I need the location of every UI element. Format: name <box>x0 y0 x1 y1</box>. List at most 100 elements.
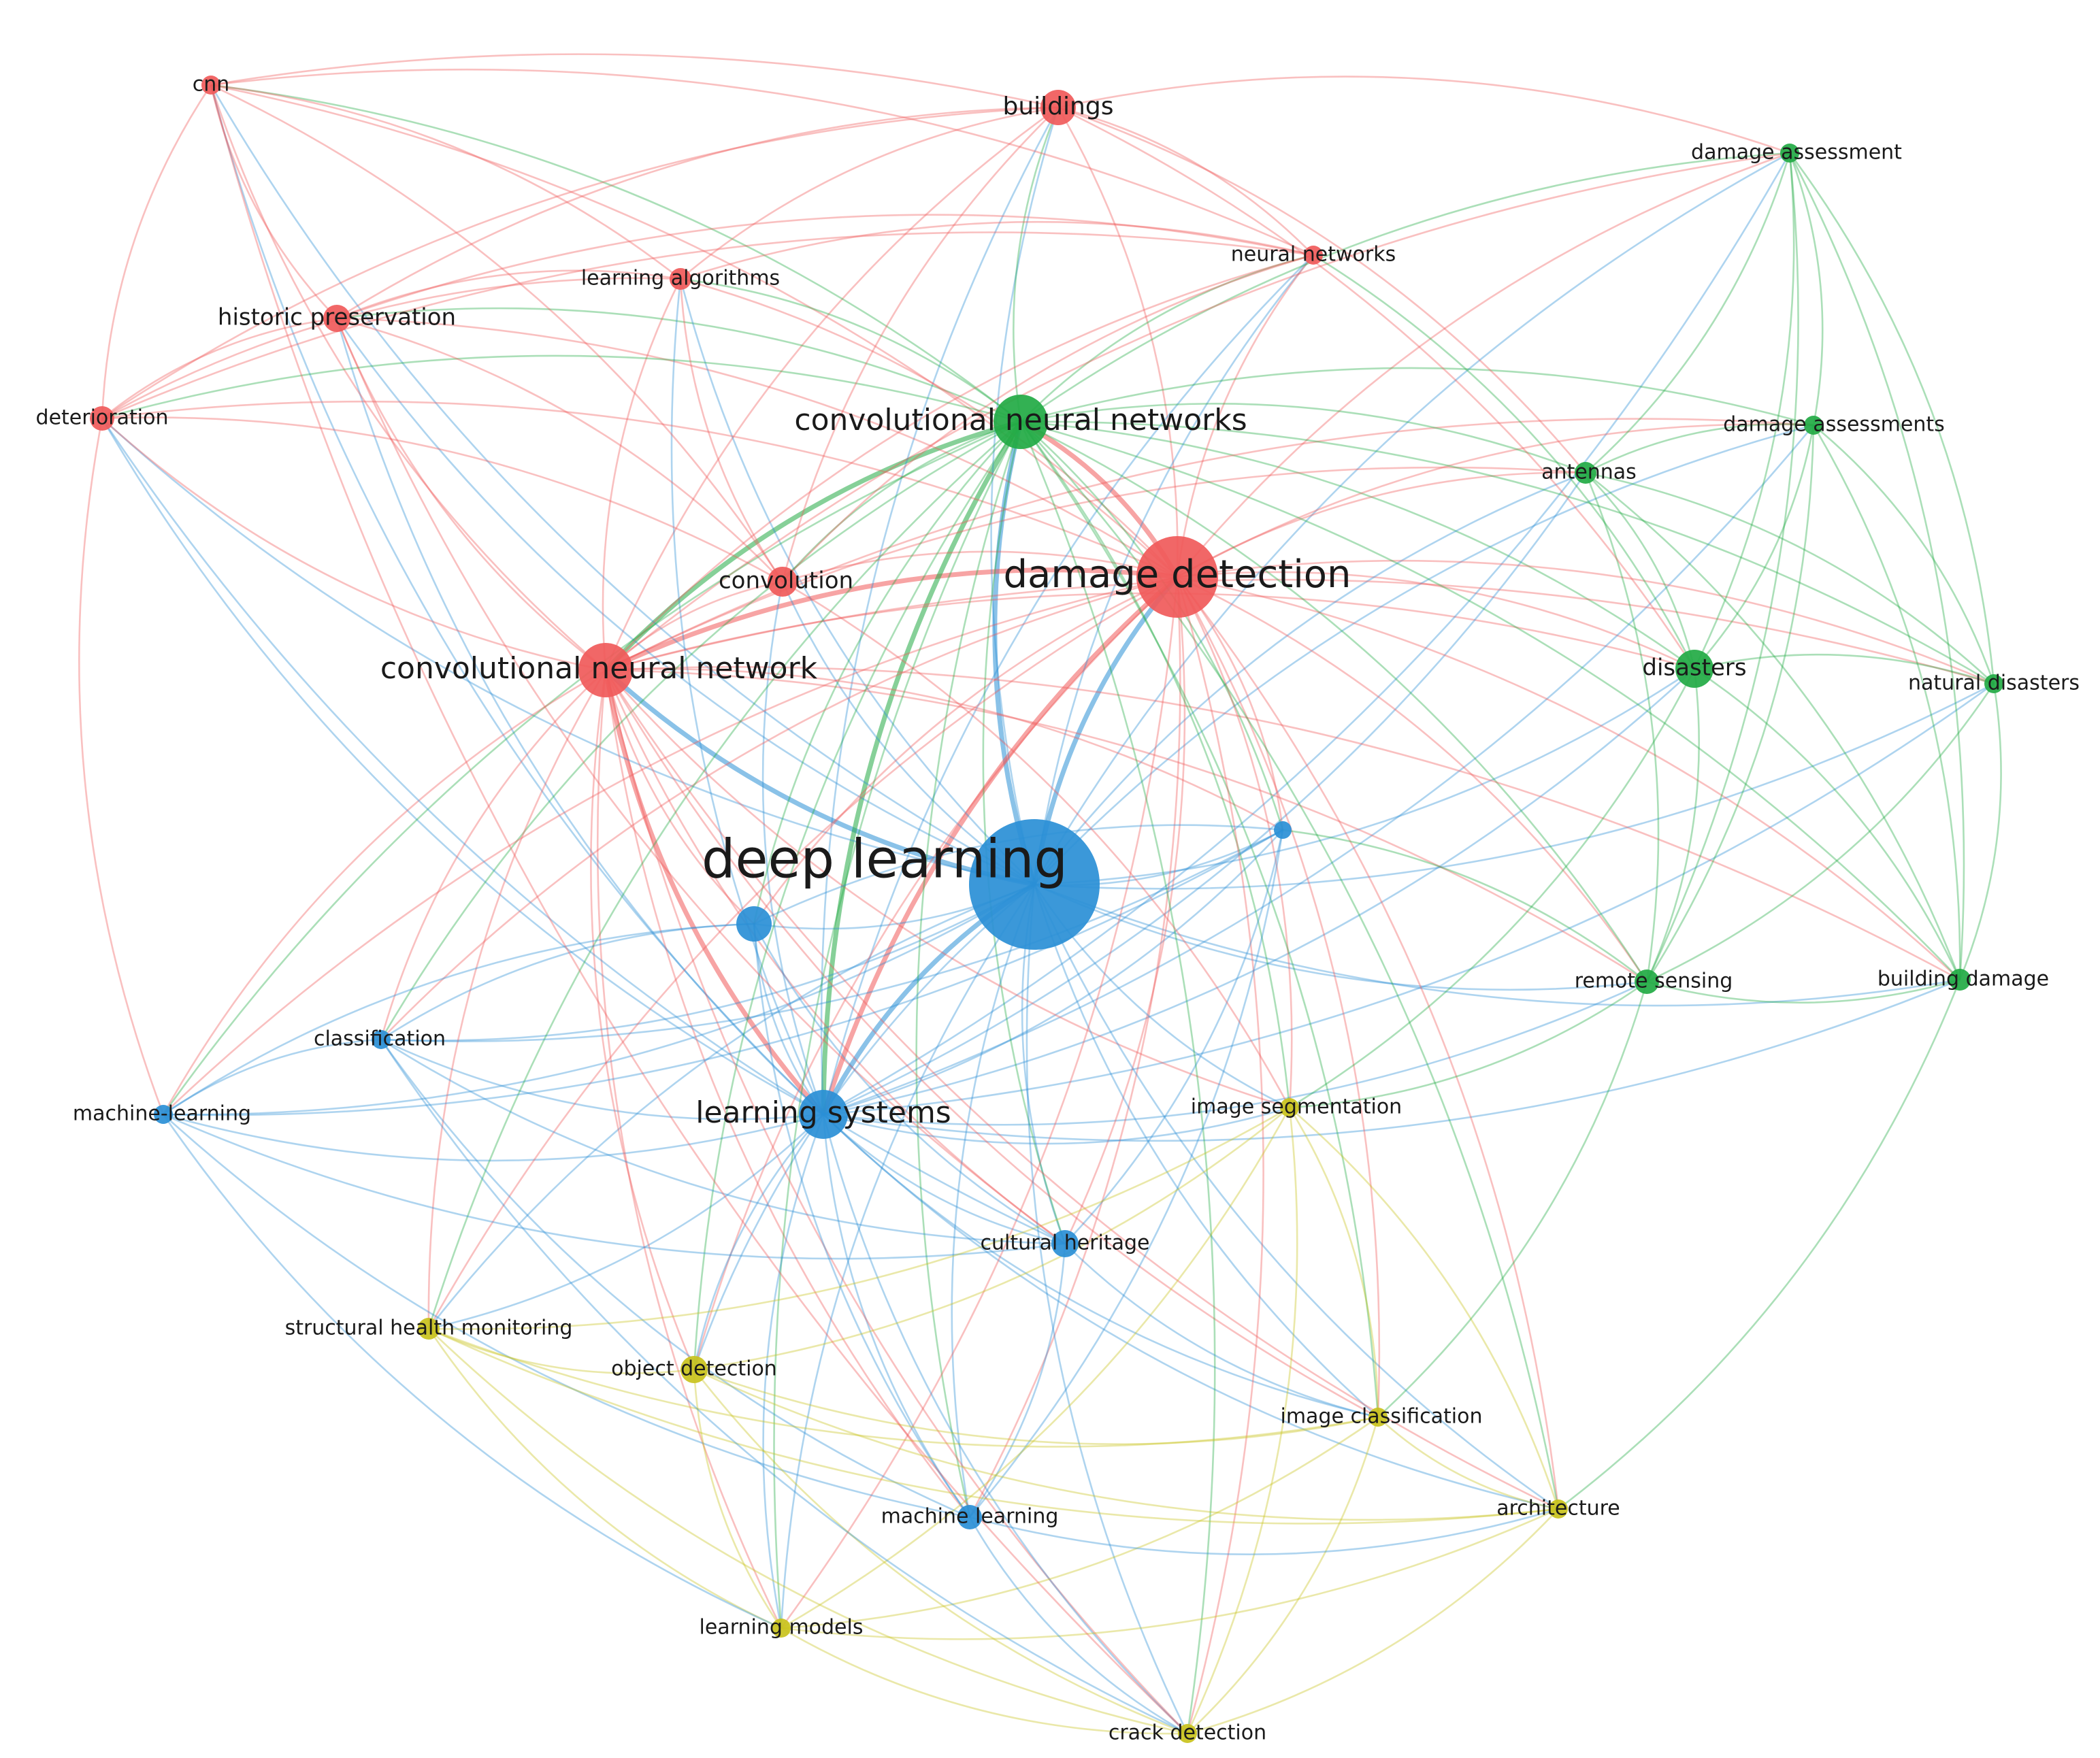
node-machine-learning-left[interactable] <box>154 1105 173 1124</box>
node-antennas[interactable] <box>1575 462 1596 484</box>
edge-cnn_network-learning_systems <box>603 669 825 1116</box>
edge-buildings-deep_learning <box>990 107 1060 885</box>
edge-structural_health-architecture <box>428 1327 1559 1525</box>
node-disasters[interactable] <box>1675 650 1713 688</box>
node-cnn-networks[interactable] <box>994 395 1048 449</box>
label-learning-algorithms: learning algorithms <box>581 267 780 291</box>
edge-architecture-learning_systems <box>823 1114 1559 1510</box>
node-deterioration[interactable] <box>90 406 114 431</box>
edge-convolution-historic_preservation <box>336 317 783 582</box>
edge-disasters-building_damage <box>1694 667 1961 980</box>
node-cultural-heritage[interactable] <box>1051 1230 1079 1257</box>
label-cultural-heritage: cultural heritage <box>981 1231 1150 1255</box>
edge-crack_detection-learning_systems <box>822 1114 1188 1734</box>
edge-image_segmentation-remote_sensing <box>1289 980 1647 1109</box>
edge-classification-crack_detection <box>380 1039 1188 1735</box>
edge-building_damage-cnn_network <box>605 666 1960 981</box>
edge-learning_models-cnn_networks <box>773 421 1022 1629</box>
node-natural-disasters[interactable] <box>1984 674 2003 693</box>
node-architecture[interactable] <box>1549 1499 1568 1519</box>
node-buildings[interactable] <box>1040 90 1076 125</box>
edge-structural_health-learning_systems <box>428 1114 824 1330</box>
node-machine-learning[interactable] <box>957 1505 982 1529</box>
node-unlabeled-blue-2[interactable] <box>1274 821 1292 839</box>
label-damage-detection: damage detection <box>1004 552 1351 597</box>
edge-image_classification-learning_systems <box>823 1114 1379 1419</box>
node-remote-sensing[interactable] <box>1635 969 1659 994</box>
edge-object_detection-damage_detection <box>693 576 1178 1370</box>
node-structural-health[interactable] <box>418 1318 440 1340</box>
edge-remote_sensing-building_damage <box>1646 978 1960 1004</box>
edge-natural_disasters-deep_learning <box>1034 682 1995 890</box>
edge-machine_learning-cnn_networks <box>915 421 1022 1518</box>
node-unlabeled-blue-1[interactable] <box>736 906 772 942</box>
label-image-classification: image classification <box>1280 1405 1482 1429</box>
node-building-damage[interactable] <box>1949 969 1971 991</box>
edge-crack_detection-cnn_networks <box>1019 421 1216 1734</box>
edge-structural_health-object_detection <box>428 1327 695 1374</box>
node-classification[interactable] <box>372 1030 391 1049</box>
node-image-classification[interactable] <box>1368 1408 1388 1427</box>
edge-damage_detection-cnn_network <box>604 567 1178 673</box>
edge-neural_networks-deep_learning <box>1033 254 1315 885</box>
edge-learning_algorithms-cnn_network <box>602 278 682 671</box>
node-image-segmentation[interactable] <box>1280 1098 1299 1117</box>
label-disasters: disasters <box>1642 654 1746 682</box>
edge-buildings-neural_networks <box>1057 106 1314 256</box>
edge-learning_models-learning_systems <box>762 1114 825 1629</box>
edge-disasters-image_segmentation <box>1289 668 1696 1109</box>
edge-image_segmentation-object_detection <box>693 1106 1290 1371</box>
node-learning-models[interactable] <box>772 1619 791 1638</box>
edge-machine_learning_left-cultural_heritage <box>163 1113 1066 1260</box>
label-crack-detection: crack detection <box>1109 1721 1266 1745</box>
node-learning-systems[interactable] <box>799 1090 848 1139</box>
node-learning-algorithms[interactable] <box>670 268 691 290</box>
edge-buildings-historic_preservation <box>336 106 1059 320</box>
edge-cultural_heritage-image_classification <box>1064 1243 1379 1419</box>
edge-learning_algorithms-deep_learning <box>679 278 1035 885</box>
edge-object_detection-cnn_network <box>590 669 695 1370</box>
edge-cnn-deep_learning <box>210 84 1035 886</box>
edge-machine_learning_left-machine_learning <box>163 1114 970 1519</box>
node-neural-networks[interactable] <box>1304 246 1323 265</box>
edge-damage_assessment-deep_learning <box>1033 152 1790 885</box>
edge-buildings-damage_assessment <box>1057 76 1790 154</box>
edge-deterioration-cnn_network <box>101 418 606 671</box>
node-historic-preservation[interactable] <box>323 305 350 332</box>
edge-classification-deep_learning <box>380 883 1035 1042</box>
edge-historic_preservation-cnn <box>210 84 338 319</box>
edge-buildings-cnn_networks <box>1013 107 1060 422</box>
node-damage-detection[interactable] <box>1136 536 1218 618</box>
edge-learning_algorithms-deterioration <box>101 277 681 420</box>
node-deep-learning[interactable] <box>969 819 1100 950</box>
label-machine-learning-left: machine-learning <box>73 1102 251 1126</box>
node-convolution[interactable] <box>768 567 798 597</box>
edge-object_detection-learning_systems <box>693 1114 824 1370</box>
edge-unlabeled_blue_1-damage_detection <box>753 576 1178 925</box>
node-object-detection[interactable] <box>680 1356 708 1383</box>
edge-unlabeled_blue_1-cultural_heritage <box>753 923 1066 1245</box>
node-cnn[interactable] <box>201 76 220 95</box>
node-damage-assessments[interactable] <box>1804 416 1823 435</box>
label-architecture: architecture <box>1496 1497 1620 1521</box>
edge-image_classification-crack_detection <box>1187 1416 1379 1734</box>
edge-damage_assessment-damage_assessments <box>1788 152 1824 426</box>
node-damage-assessment[interactable] <box>1780 144 1799 163</box>
edge-convolution-deterioration <box>101 416 783 583</box>
node-cnn-network[interactable] <box>578 643 633 697</box>
edge-unlabeled_blue_2-machine_learning <box>969 829 1284 1518</box>
edge-neural_networks-cnn_networks <box>1020 254 1314 422</box>
edge-cultural_heritage-damage_detection <box>1064 576 1186 1244</box>
edge-remote_sensing-deep_learning <box>1034 883 1647 991</box>
edge-unlabeled_blue_2-cnn_network <box>605 668 1283 831</box>
edge-deep_learning-cnn_networks <box>992 421 1037 886</box>
edge-antennas-learning_systems <box>823 472 1587 1116</box>
edge-classification-cultural_heritage <box>380 1038 1066 1245</box>
edge-natural_disasters-damage_detection <box>1177 559 1995 685</box>
edge-machine_learning-deep_learning <box>951 884 1036 1518</box>
edge-architecture-damage_detection <box>1176 576 1560 1510</box>
edge-crack_detection-cnn_network <box>604 669 1188 1734</box>
node-crack-detection[interactable] <box>1178 1724 1197 1743</box>
edge-classification-damage_detection <box>380 576 1178 1040</box>
